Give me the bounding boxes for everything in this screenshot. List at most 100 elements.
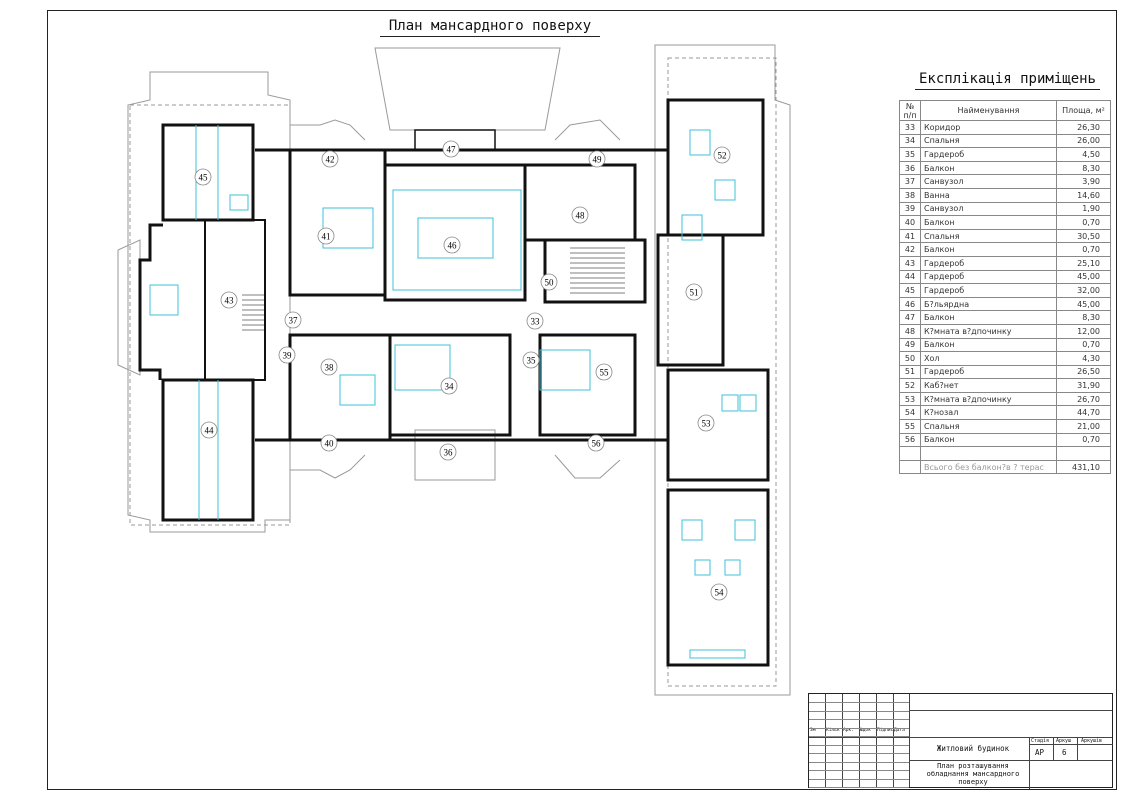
room-label: 33 xyxy=(526,312,544,330)
cell-area: 21,00 xyxy=(1056,419,1111,434)
cell-area: 14,60 xyxy=(1056,187,1111,203)
room-marker xyxy=(284,311,302,329)
cell-name: Балкон xyxy=(920,215,1057,230)
drawing-frame xyxy=(47,10,1117,790)
cell-name: Каб?нет xyxy=(920,378,1057,393)
total-label: Всього без балкон?в ? терас xyxy=(920,459,1057,475)
title-block-col: Дата xyxy=(894,728,905,733)
cell-name: Гардероб xyxy=(920,147,1057,162)
cell-name: К?мната в?дпочинку xyxy=(920,391,1057,407)
cell-area: 26,70 xyxy=(1056,391,1111,407)
room-number: 52 xyxy=(718,151,727,161)
room-number: 47 xyxy=(447,145,457,155)
cell-name: Ванна xyxy=(920,187,1057,203)
room-label: 46 xyxy=(443,236,461,254)
room-number: 43 xyxy=(225,296,235,306)
room-label: 47 xyxy=(442,140,460,158)
title-block-col: Кільк xyxy=(826,728,840,733)
room-number: 42 xyxy=(326,155,335,165)
header-num: № п/п xyxy=(899,100,921,121)
room-number: 48 xyxy=(576,211,586,221)
cell-num: 48 xyxy=(899,323,921,339)
cell-name: Спальня xyxy=(920,133,1057,149)
cell-name: Балкон xyxy=(920,432,1057,448)
cell-num: 36 xyxy=(899,160,921,176)
cell-name: Балкон xyxy=(920,337,1057,353)
stage-label: Стадія xyxy=(1031,738,1050,744)
room-label: 40 xyxy=(320,434,338,452)
cell-area: 12,00 xyxy=(1056,323,1111,339)
cell-num: 52 xyxy=(899,378,921,393)
cell-num: 53 xyxy=(899,391,921,407)
cell-area: 26,30 xyxy=(1056,120,1111,135)
cell-num: 50 xyxy=(899,351,921,366)
room-marker xyxy=(194,168,212,186)
cell-area: 4,30 xyxy=(1056,351,1111,366)
cell-num: 38 xyxy=(899,187,921,203)
room-marker xyxy=(317,227,335,245)
room-label: 38 xyxy=(320,358,338,376)
cell-name: Балкон xyxy=(920,310,1057,325)
furniture xyxy=(149,125,757,659)
room-number: 33 xyxy=(531,317,541,327)
room-label: 56 xyxy=(587,434,605,452)
room-label: 41 xyxy=(317,227,335,245)
cell-area: 32,00 xyxy=(1056,283,1111,298)
cell-name: Гардероб xyxy=(920,269,1057,285)
cell-num: 56 xyxy=(899,432,921,448)
cell-num: 45 xyxy=(899,283,921,298)
room-marker xyxy=(540,273,558,291)
room-marker xyxy=(321,150,339,168)
title-block-col: Арк. xyxy=(843,728,854,733)
room-number: 54 xyxy=(715,588,725,598)
cell-num: 51 xyxy=(899,364,921,380)
explication-title: Експлікація приміщень xyxy=(915,71,1100,90)
room-number: 50 xyxy=(545,278,555,288)
room-label: 53 xyxy=(697,414,715,432)
room-label: 37 xyxy=(284,311,302,329)
sheet-title: План розташування обладнання мансардного… xyxy=(926,762,1020,786)
cell-area: 8,30 xyxy=(1056,160,1111,176)
room-marker xyxy=(522,351,540,369)
cell-name: Б?льярдна xyxy=(920,296,1057,312)
cell-num: 35 xyxy=(899,147,921,162)
room-label: 52 xyxy=(713,146,731,164)
cell-num: 40 xyxy=(899,215,921,230)
room-marker xyxy=(443,236,461,254)
room-number: 53 xyxy=(702,419,712,429)
room-marker xyxy=(440,377,458,395)
room-label: 48 xyxy=(571,206,589,224)
header-name: Найменування xyxy=(920,100,1057,121)
cell-num: 47 xyxy=(899,310,921,325)
cell-name: Санвузол xyxy=(920,201,1057,217)
room-number: 51 xyxy=(690,288,699,298)
cell-area: 8,30 xyxy=(1056,310,1111,325)
sheets-label: Аркушів xyxy=(1081,738,1103,744)
sheet-label: Аркуш xyxy=(1056,738,1072,744)
room-number: 49 xyxy=(593,155,603,165)
cell-name: Балкон xyxy=(920,242,1057,257)
room-marker xyxy=(220,291,238,309)
room-marker xyxy=(200,421,218,439)
blank-row xyxy=(899,446,1111,461)
cell-num: 46 xyxy=(899,296,921,312)
cell-num: 49 xyxy=(899,337,921,353)
room-number: 40 xyxy=(325,439,335,449)
total-area: 431,10 xyxy=(1056,459,1111,475)
room-marker xyxy=(595,363,613,381)
